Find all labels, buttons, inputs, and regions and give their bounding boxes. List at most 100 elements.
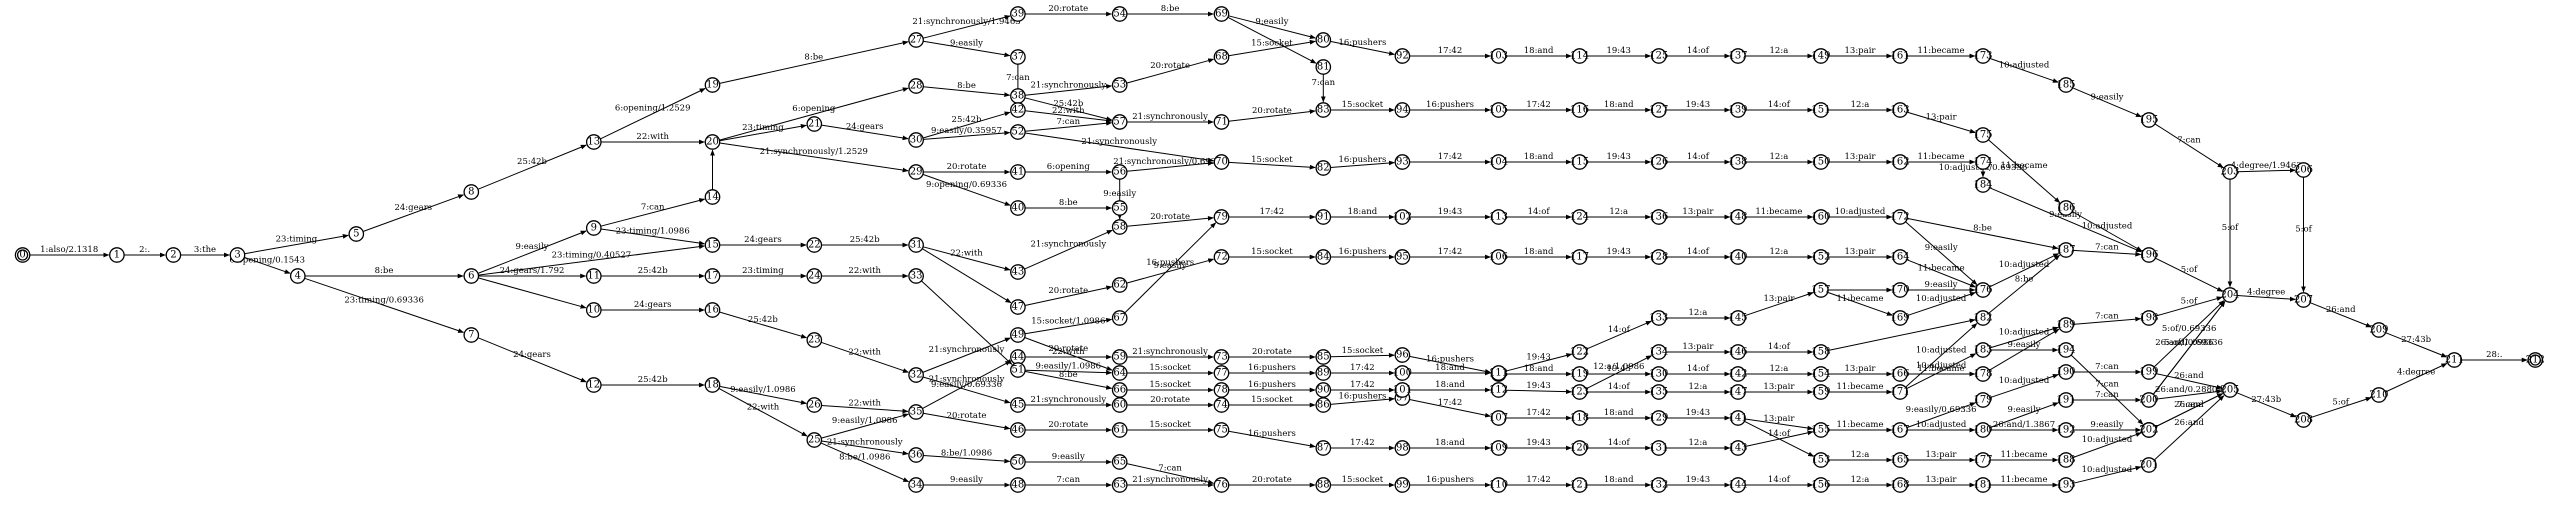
state-161: 161 bbox=[1891, 48, 1910, 64]
state-33: 33 bbox=[908, 268, 924, 284]
transition-142-154: 12:a bbox=[1745, 364, 1814, 377]
state-200: 200 bbox=[2139, 392, 2158, 408]
transition-label: 19:43 bbox=[1606, 46, 1631, 56]
transition-label: 7:can bbox=[2095, 380, 2119, 390]
state-122: 122 bbox=[1570, 344, 1589, 360]
transition-label: 8:be bbox=[1059, 198, 1078, 208]
transition-109-120: 19:43 bbox=[1505, 438, 1572, 451]
transition-115-126: 19:43 bbox=[1586, 152, 1652, 165]
transition-label: 7:can bbox=[1057, 475, 1081, 485]
transition-label: 5:of bbox=[2332, 398, 2349, 408]
transition-120-131: 14:of bbox=[1586, 438, 1652, 451]
state-label: 119 bbox=[1570, 369, 1589, 380]
transition-2-3: 3:the bbox=[180, 245, 230, 258]
state-90: 90 bbox=[1315, 382, 1332, 398]
transition-label: 12:a bbox=[1770, 152, 1789, 162]
transition-label: 13:pair bbox=[1845, 152, 1877, 162]
transition-129-141: 19:43 bbox=[1666, 408, 1731, 421]
state-138: 138 bbox=[1728, 154, 1748, 170]
state-79: 79 bbox=[1213, 209, 1230, 225]
transition-arrow bbox=[2072, 432, 2142, 459]
transition-label: 9:opening/0.69336 bbox=[926, 180, 1007, 190]
transition-label: 17:42 bbox=[1438, 247, 1463, 257]
state-label: 0 bbox=[19, 250, 25, 261]
state-173: 173 bbox=[1973, 48, 1993, 64]
transition-arrow bbox=[1989, 57, 2059, 83]
transition-0-1: 1:also/2.1318 bbox=[29, 245, 110, 258]
state-label: 20 bbox=[706, 137, 719, 148]
state-label: 190 bbox=[2056, 367, 2075, 378]
transition-15-22: 24:gears bbox=[719, 235, 807, 248]
transition-4-6: 8:be bbox=[305, 266, 464, 279]
transition-label: 19:43 bbox=[1606, 152, 1631, 162]
state-circle bbox=[1394, 209, 1411, 225]
transition-label: 20:rotate bbox=[947, 162, 987, 172]
state-circle bbox=[2222, 382, 2238, 398]
transition-label: 6:opening bbox=[792, 104, 836, 114]
state-circle bbox=[1315, 32, 1332, 48]
state-131: 131 bbox=[1649, 440, 1668, 456]
state-112: 112 bbox=[1489, 382, 1508, 398]
state-196: 196 bbox=[2139, 247, 2158, 263]
transition-188-197: 10:adjusted bbox=[2072, 432, 2142, 459]
transition-arrow bbox=[922, 376, 1011, 404]
transition-label: 20:rotate bbox=[1150, 395, 1190, 405]
transition-label: 9:easily bbox=[2008, 405, 2041, 415]
transition-label: 18:and bbox=[1524, 46, 1554, 56]
transition-200-205: 26:and/0.28809 bbox=[2155, 385, 2223, 400]
state-circle bbox=[1975, 422, 1991, 438]
transition-56-70: 21:synchronously/0.69336 bbox=[1113, 157, 1227, 172]
state-circle bbox=[1730, 209, 1746, 225]
state-circle bbox=[1975, 342, 1991, 358]
state-label: 170 bbox=[1891, 285, 1910, 296]
state-label: 38 bbox=[1012, 91, 1025, 102]
state-115: 115 bbox=[1570, 154, 1589, 170]
state-104: 104 bbox=[1489, 154, 1508, 170]
state-205: 205 bbox=[2220, 382, 2240, 398]
transition-209-211: 27:43b bbox=[2385, 332, 2448, 358]
state-circle bbox=[1315, 59, 1332, 75]
transition-label: 14:of bbox=[1768, 100, 1791, 110]
state-103: 103 bbox=[1489, 48, 1508, 64]
transition-91-102: 18:and bbox=[1330, 207, 1395, 220]
state-27: 27 bbox=[908, 32, 924, 48]
transition-108-119: 18:and bbox=[1505, 364, 1572, 377]
state-44: 44 bbox=[1010, 349, 1026, 365]
state-circle bbox=[1315, 102, 1332, 118]
state-circle bbox=[2222, 287, 2238, 303]
state-label: 185 bbox=[2056, 80, 2075, 91]
transition-label: 11:became bbox=[1836, 382, 1883, 392]
state-circle bbox=[1571, 410, 1588, 426]
state-circle bbox=[1394, 102, 1411, 118]
transition-label: 20:rotate bbox=[947, 411, 987, 421]
state-circle bbox=[1010, 327, 1026, 343]
transition-label: 16:pushers bbox=[1426, 475, 1474, 485]
transition-171-182: 10:adjusted bbox=[1905, 323, 1978, 388]
state-129: 129 bbox=[1649, 410, 1668, 426]
state-label: 142 bbox=[1728, 369, 1747, 380]
transition-206-207: 5:of bbox=[2295, 177, 2313, 293]
state-circle bbox=[1892, 209, 1908, 225]
transition-195-203: 7:can bbox=[2154, 123, 2224, 169]
transition-69-80: 9:easily bbox=[1228, 15, 1316, 39]
transition-123-135: 14:of bbox=[1586, 382, 1652, 395]
state-label: 146 bbox=[1728, 347, 1747, 358]
state-119: 119 bbox=[1570, 366, 1589, 382]
transition-arrow bbox=[1827, 291, 1893, 316]
state-137: 137 bbox=[1728, 48, 1748, 64]
transition-arrow bbox=[922, 248, 1012, 304]
state-label: 149 bbox=[1811, 51, 1830, 62]
state-210: 210 bbox=[2369, 387, 2388, 403]
state-circle bbox=[1111, 77, 1128, 93]
transition-arrow bbox=[1330, 160, 1395, 168]
transition-arrow bbox=[922, 337, 1011, 373]
state-circle bbox=[2058, 77, 2074, 93]
transition-label: 9:easily/1.0986 bbox=[1036, 362, 1102, 372]
state-110: 110 bbox=[1489, 477, 1508, 493]
transition-arrow bbox=[1989, 374, 2059, 399]
state-label: 96 bbox=[1396, 350, 1409, 361]
state-circle bbox=[1892, 282, 1908, 298]
transition-label: 17:42 bbox=[1438, 46, 1463, 56]
state-circle bbox=[1490, 102, 1507, 118]
